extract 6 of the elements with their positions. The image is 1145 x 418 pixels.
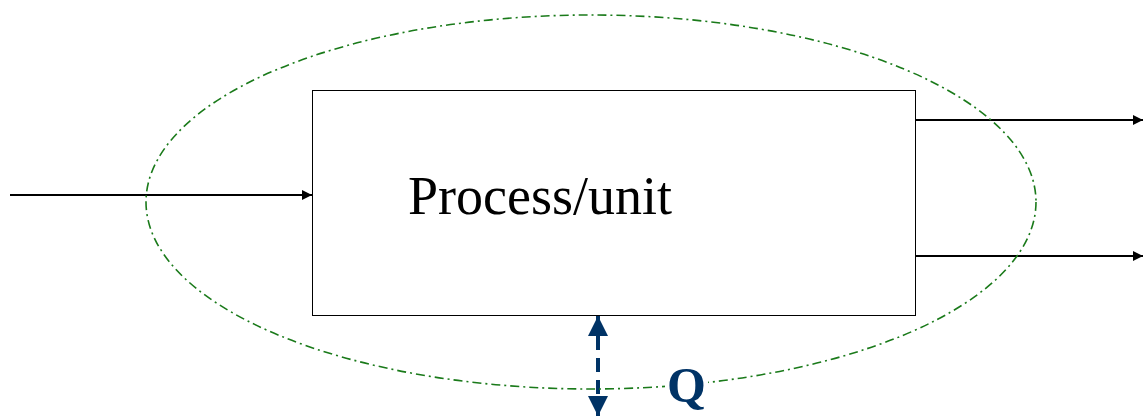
arrow	[915, 251, 1144, 261]
arrow	[915, 115, 1144, 125]
process-label: Process/unit	[408, 169, 672, 223]
arrow	[588, 316, 608, 416]
process-box	[312, 90, 916, 316]
arrow	[9, 190, 313, 200]
